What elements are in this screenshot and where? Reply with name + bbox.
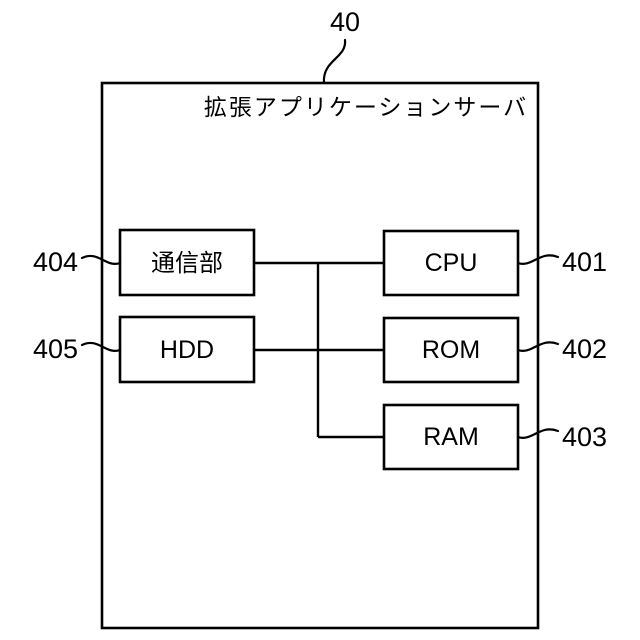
reference-numeral-404: 404 <box>33 247 78 277</box>
block-ram <box>382 403 520 471</box>
block-label-ram: RAM <box>423 423 479 451</box>
leader-line-404 <box>80 255 122 265</box>
leader-line-40 <box>322 38 347 85</box>
leader-line-402 <box>516 341 560 352</box>
block-label-cpu: CPU <box>425 249 478 277</box>
block-communication-unit <box>118 228 256 297</box>
reference-numeral-403: 403 <box>562 422 607 452</box>
leader-line-401 <box>516 254 560 265</box>
outer-block-title: 拡張アプリケーションサーバ <box>204 95 528 121</box>
leader-line-405 <box>80 342 122 352</box>
leader-line-403 <box>516 428 560 439</box>
reference-numeral-405: 405 <box>33 334 78 364</box>
reference-numeral-401: 401 <box>562 247 607 277</box>
block-label-rom: ROM <box>422 336 480 364</box>
block-label-hdd: HDD <box>160 336 214 364</box>
block-cpu <box>382 229 520 297</box>
reference-numeral-402: 402 <box>562 334 607 364</box>
block-hdd <box>118 315 256 384</box>
block-label-communication-unit: 通信部 <box>151 249 223 277</box>
reference-numeral-40: 40 <box>330 7 360 37</box>
